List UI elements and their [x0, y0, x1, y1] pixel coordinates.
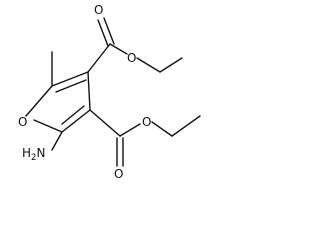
- bond-ring-c5-c4: [51, 71, 89, 87]
- amino-substituent: [51, 131, 63, 151]
- upper-carbonyl-oxygen-label: O: [94, 3, 103, 17]
- bond-ring-c3-c2: [61, 109, 91, 133]
- amino-hydrogen-subscript: 2: [31, 153, 36, 163]
- bond-c4-carbonyl-c: [87, 43, 111, 73]
- bond-carbonyl-c-ether-o: [109, 43, 128, 55]
- lower-ether-oxygen-label: O: [142, 115, 151, 129]
- furan-ring: [25, 71, 91, 133]
- bond-ring-c4-c3: [87, 71, 91, 111]
- bond-carbonyl-c-ether-o: [119, 123, 141, 137]
- lower-ethyl-ester: [89, 109, 201, 167]
- bond-carbonyl-double-2: [103, 17, 115, 45]
- molecule-structure-diagram: O O O O O H2N: [18, 3, 201, 181]
- bond-ether-o-ch2: [151, 121, 173, 137]
- amino-nitrogen-label: N: [36, 146, 45, 160]
- lower-carbonyl-oxygen-label: O: [114, 167, 123, 181]
- bond-ch2-ch3: [159, 57, 183, 73]
- bond-ring-c3-c2-inner: [61, 105, 85, 125]
- bond-carbonyl-double-1: [97, 19, 109, 47]
- bond-amino: [51, 131, 63, 151]
- bond-ether-o-ch2: [136, 57, 161, 73]
- bond-ring-c5-c4-inner: [55, 79, 87, 93]
- bond-ring-c2-o: [33, 119, 63, 133]
- bond-c3-carbonyl-c: [89, 109, 121, 137]
- amino-hydrogen-label: H: [22, 146, 31, 160]
- amino-group-label: H2N: [22, 146, 45, 163]
- bond-ring-o-c5: [25, 85, 53, 117]
- upper-ether-oxygen-label: O: [127, 51, 136, 65]
- ring-oxygen-label: O: [18, 115, 27, 129]
- upper-ethyl-ester: [87, 17, 183, 73]
- bond-ch2-ch3: [171, 115, 201, 137]
